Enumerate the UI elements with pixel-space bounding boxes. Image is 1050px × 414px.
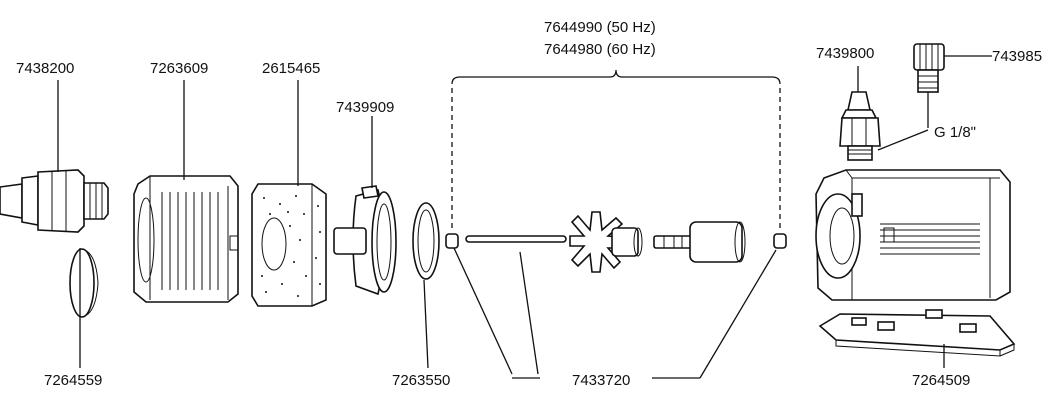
bearing-left [445,233,459,249]
label-nozzle: 7438200 [16,60,74,77]
impeller-cover-part [333,185,397,296]
label-impeller-50hz: 7644990 (50 Hz) [544,19,656,36]
label-screw-cap: 743985 [992,48,1042,65]
sponge-part [251,183,327,307]
impeller-group-bracket [451,69,781,232]
label-strainer: 7263609 [150,60,208,77]
label-base-plate: 7264509 [912,372,970,389]
label-impeller-60hz: 7644980 (60 Hz) [544,41,656,58]
label-impeller-cover: 7439909 [336,99,394,116]
screw-cap-part [913,43,945,93]
label-shaft-set: 7433720 [572,372,630,389]
o-ring-part [412,202,440,280]
bearing-right [773,233,787,249]
label-hose-adapter: 7439800 [816,45,874,62]
label-o-ring: 7263550 [392,372,450,389]
motor-housing-part [815,169,1011,301]
base-plate-part [818,309,1016,357]
label-sponge: 2615465 [262,60,320,77]
magnet-rotor-part [653,221,746,263]
label-cap: 7264559 [44,372,102,389]
shaft-set-leaders [453,247,777,379]
cap-part [69,248,99,318]
impeller-rotor-part [569,211,643,273]
nozzle-part [0,169,109,233]
shaft-part [465,235,567,243]
label-thread-size: G 1/8ʺ [934,124,976,141]
hose-adapter-part [839,91,881,161]
strainer-part [133,175,239,303]
